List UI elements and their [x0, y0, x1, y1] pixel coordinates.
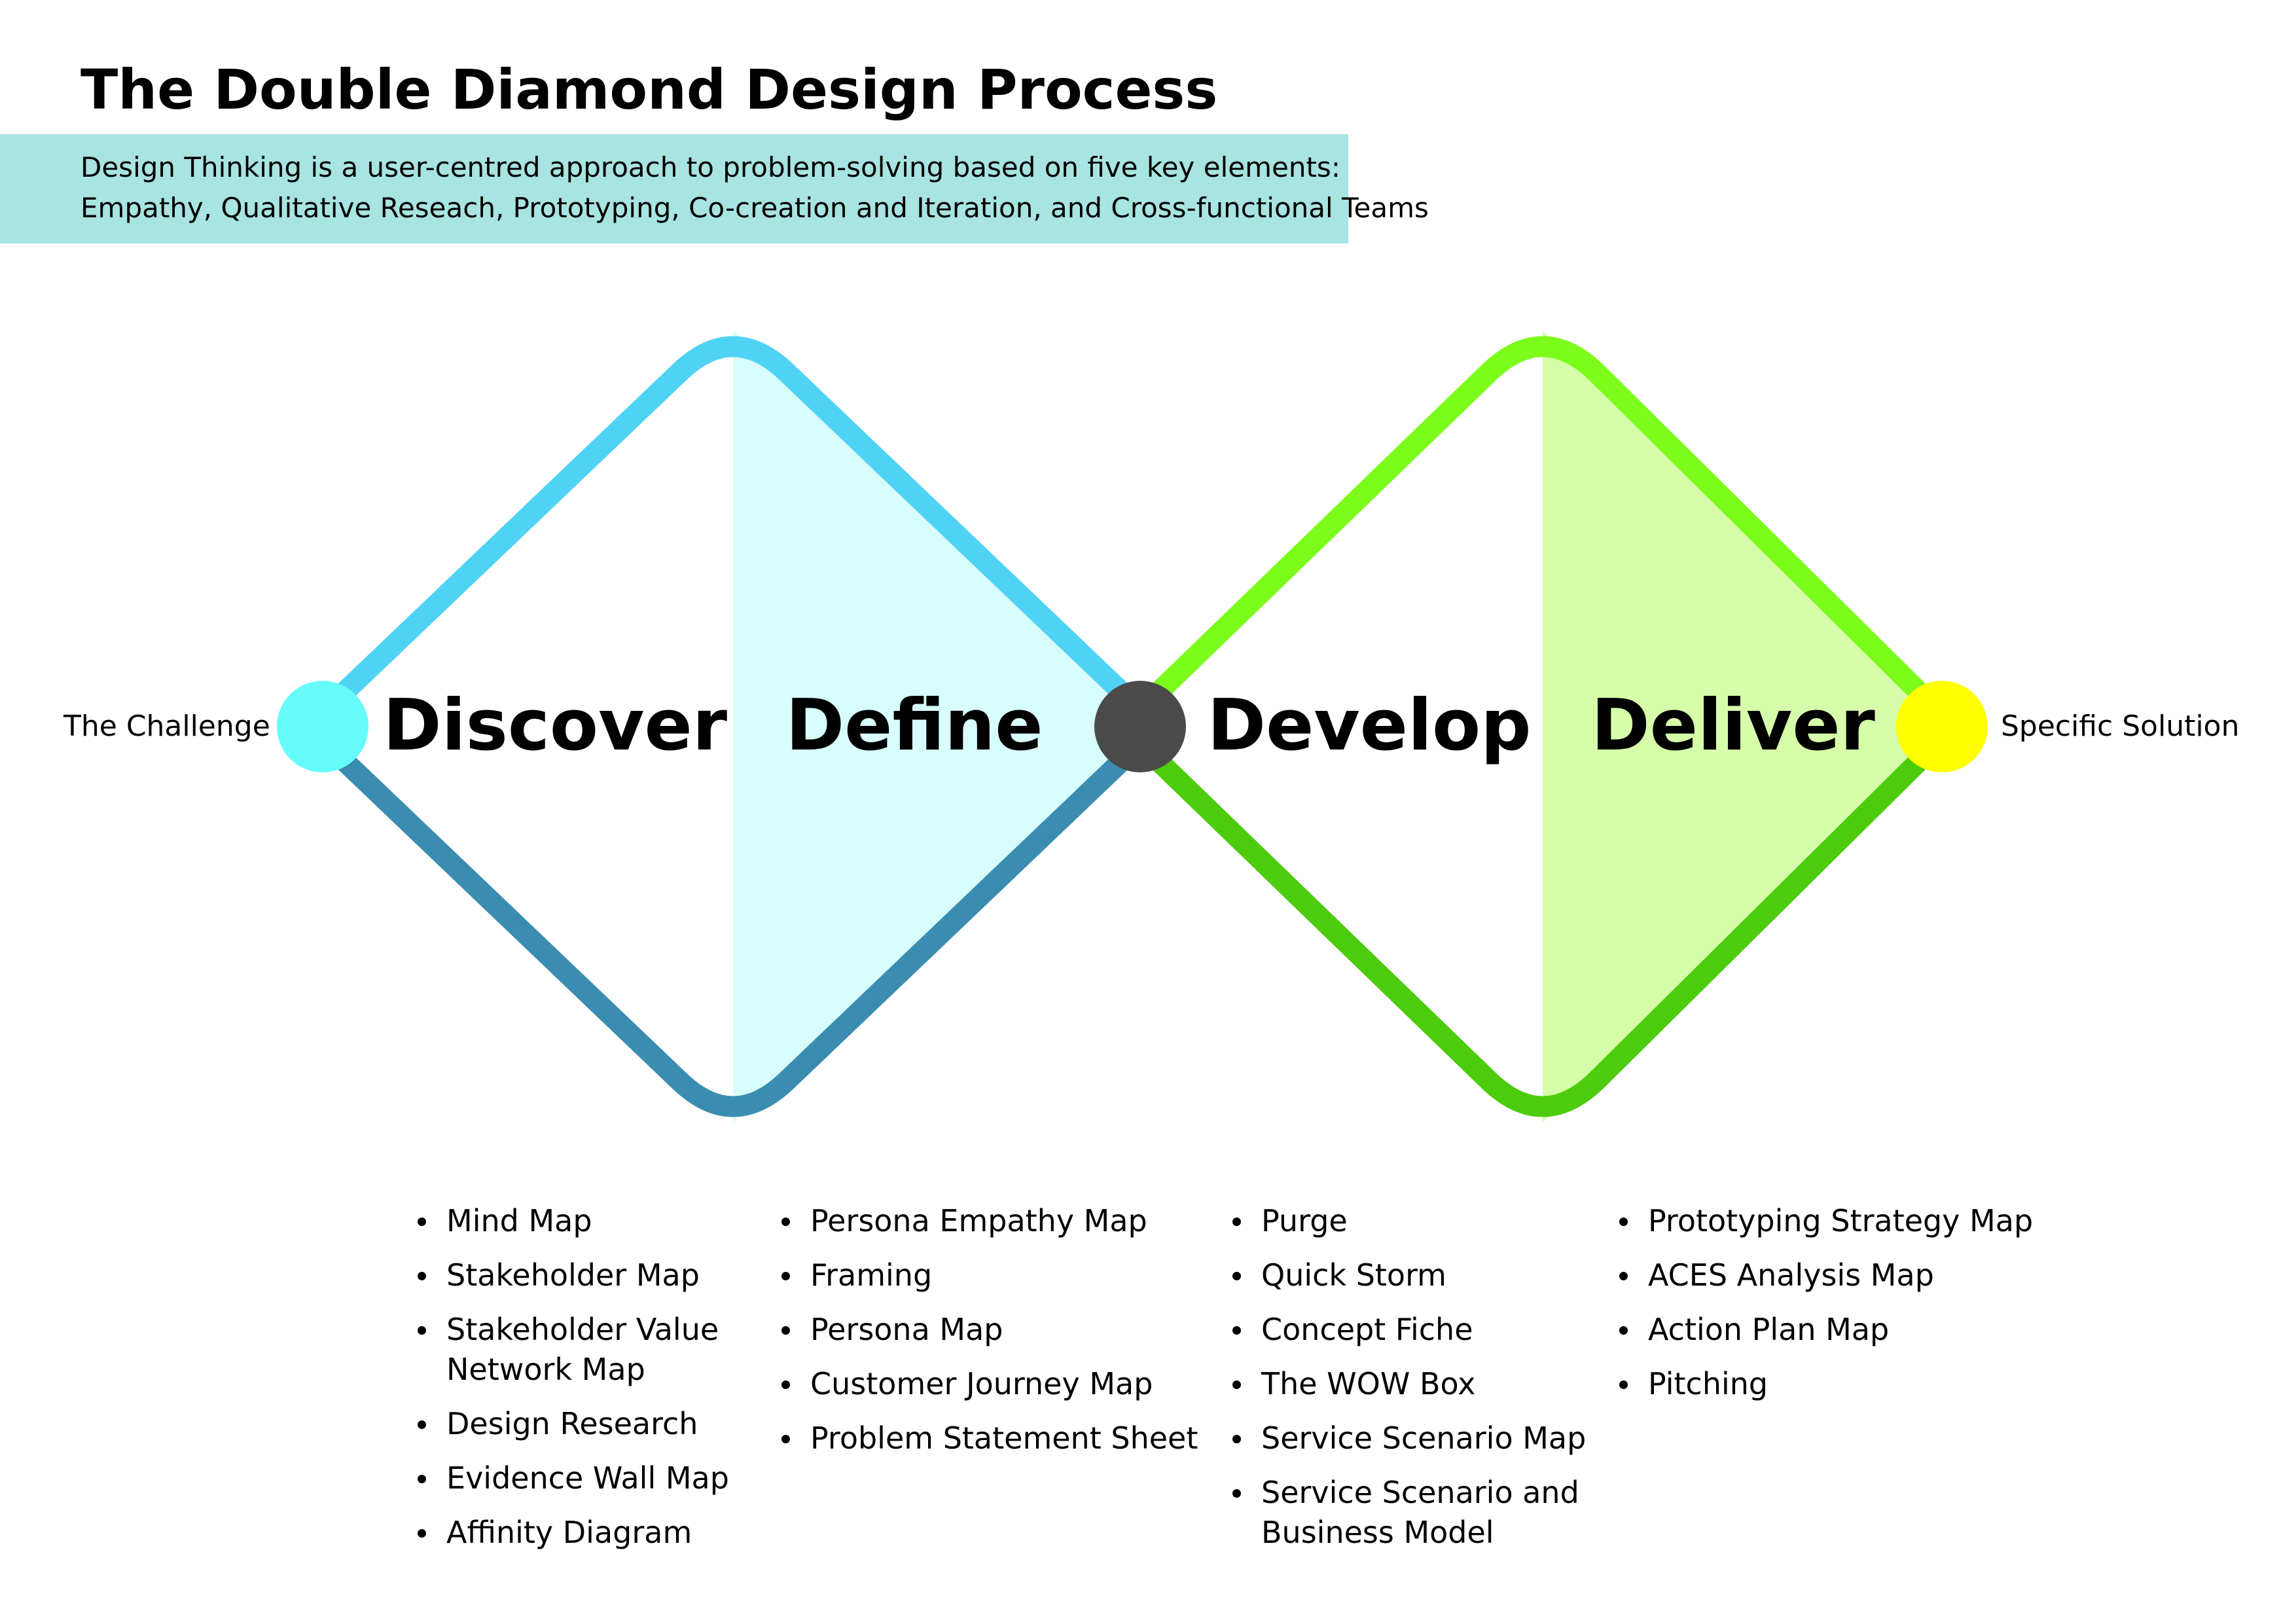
tool-item: Prototyping Strategy Map [1619, 1201, 2033, 1241]
tool-item: Purge [1232, 1201, 1586, 1241]
tool-item: Framing [781, 1255, 1198, 1295]
tool-item: Quick Storm [1232, 1255, 1586, 1295]
diamond-2-top [1139, 336, 1938, 711]
tool-item: Service Scenario and Business Model [1232, 1473, 1586, 1553]
description-line-2: Empathy, Qualitative Reseach, Prototypin… [81, 192, 1429, 224]
phase-deliver: Deliver [1591, 685, 1875, 767]
diamond-1-top [325, 336, 1141, 711]
midpoint-dot [1094, 681, 1186, 772]
page-title: The Double Diamond Design Process [81, 58, 1218, 122]
tool-item: The WOW Box [1232, 1364, 1586, 1404]
tool-item: Mind Map [418, 1201, 729, 1241]
deliver-fill [1543, 331, 1939, 1123]
tool-item: Persona Map [781, 1310, 1198, 1350]
tool-item: Action Plan Map [1619, 1310, 2033, 1350]
tool-item: Stakeholder Map [418, 1255, 729, 1295]
tool-item: Problem Statement Sheet [781, 1418, 1198, 1458]
define-fill [733, 331, 1142, 1123]
description-banner: Design Thinking is a user-centred approa… [0, 134, 1429, 244]
tool-item: Design Research [418, 1404, 729, 1444]
tool-item: Pitching [1619, 1364, 2033, 1404]
solution-label: Specific Solution [2001, 710, 2240, 743]
tool-item: Customer Journey Map [781, 1364, 1198, 1404]
diamond-2-bottom [1139, 742, 1938, 1117]
phase-define: Define [785, 685, 1043, 767]
tool-item: Service Scenario Map [1232, 1418, 1586, 1458]
tool-item: Stakeholder Value Network Map [418, 1310, 729, 1390]
challenge-label: The Challenge [63, 710, 270, 743]
challenge-dot [277, 681, 368, 772]
diamond-1-bottom [325, 742, 1141, 1117]
phase-discover: Discover [382, 685, 728, 767]
solution-dot [1896, 681, 1988, 772]
description-line-1: Design Thinking is a user-centred approa… [81, 151, 1340, 183]
tool-item: Affinity Diagram [418, 1513, 729, 1553]
tool-item: ACES Analysis Map [1619, 1255, 2033, 1295]
tool-item: Evidence Wall Map [418, 1458, 729, 1498]
phase-develop: Develop [1207, 685, 1532, 767]
tool-item: Concept Fiche [1232, 1310, 1586, 1350]
tool-item: Persona Empathy Map [781, 1201, 1198, 1241]
